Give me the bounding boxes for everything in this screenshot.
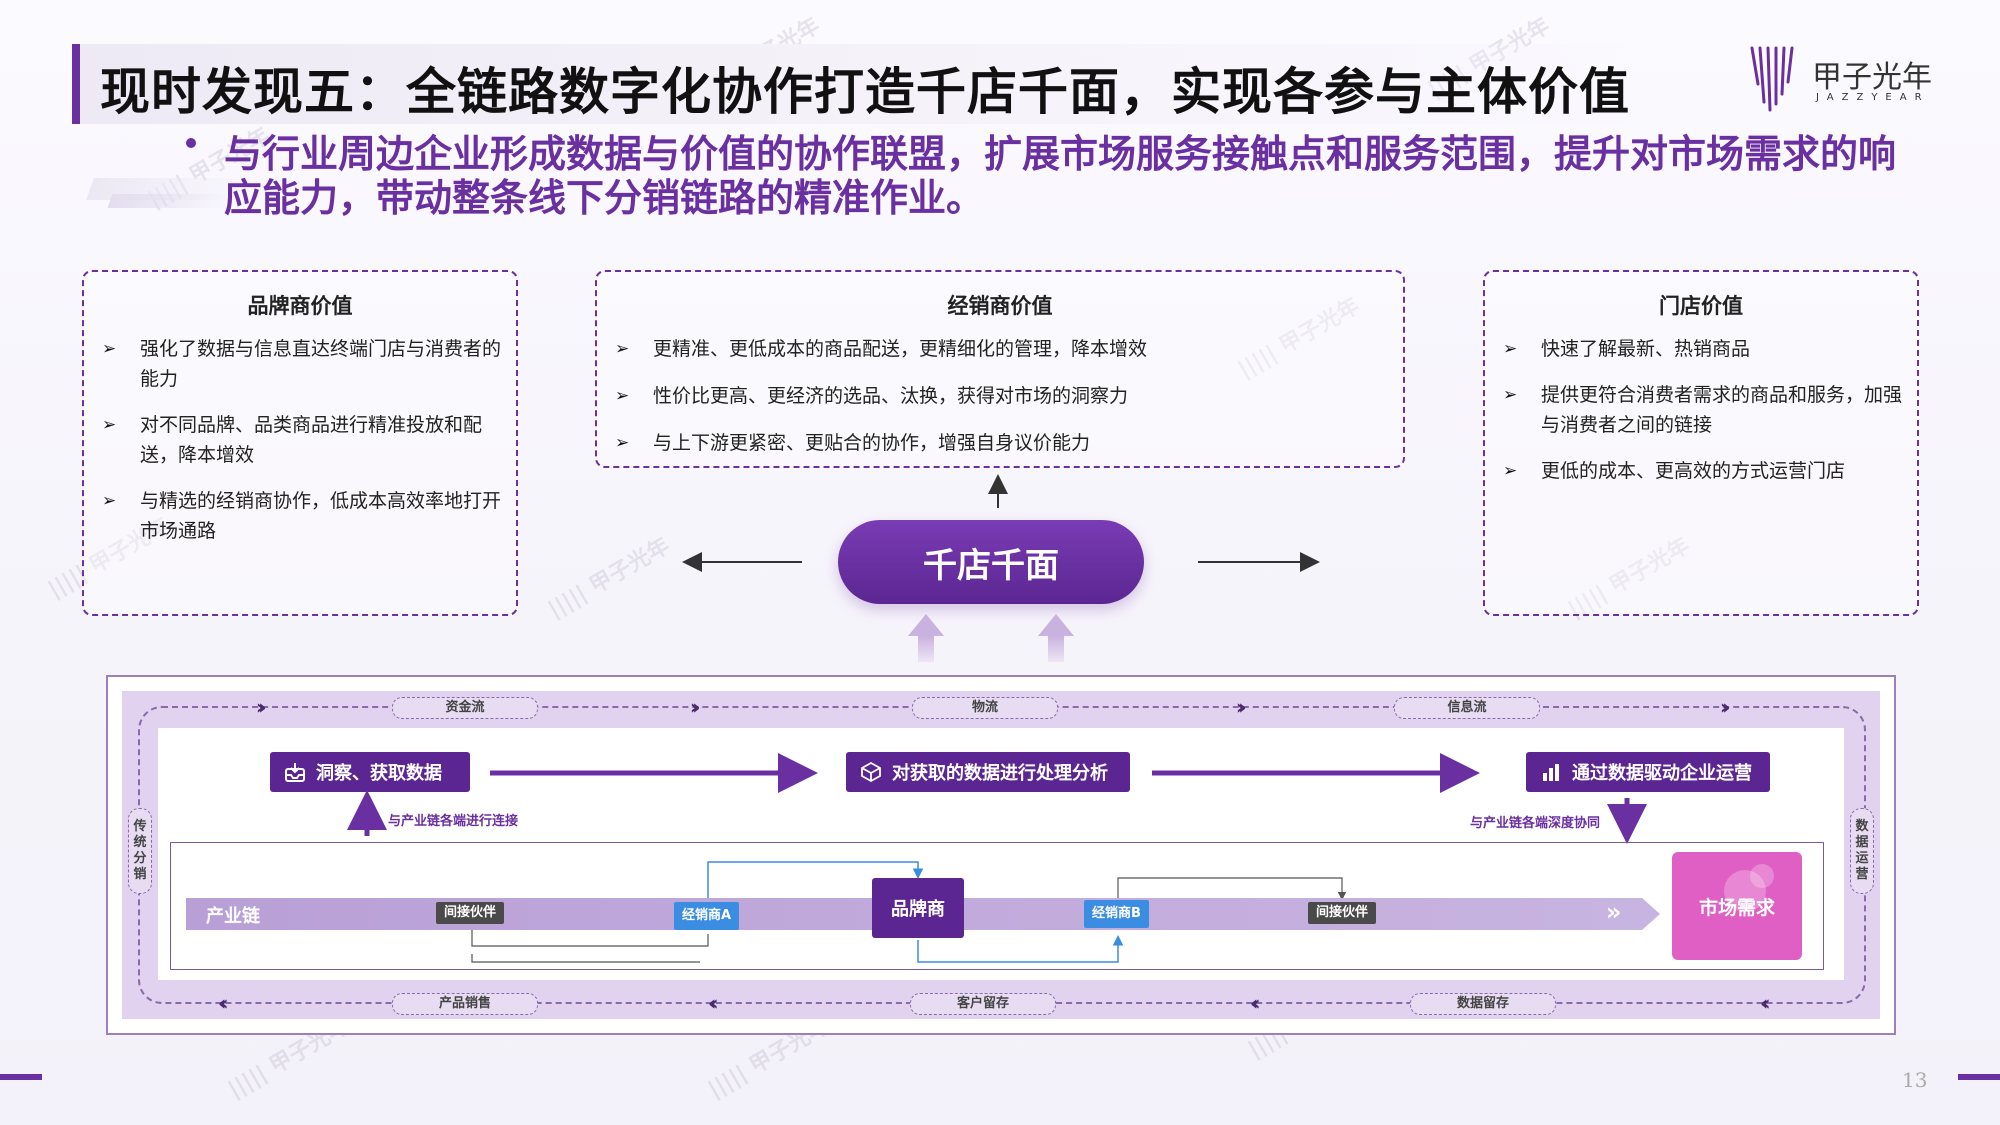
inbox-icon: [285, 763, 305, 782]
title-accent-bar: [72, 44, 80, 124]
note-connect: 与产业链各端进行连接: [388, 814, 519, 829]
arrow-right-icon: ➢: [102, 415, 117, 435]
store-value-box: 门店价值 ➢快速了解最新、热销商品 ➢提供更符合消费者需求的商品和服务，加强与消…: [1483, 270, 1919, 616]
store-value-title: 门店价值: [1659, 294, 1743, 318]
center-label: 千店千面: [838, 520, 1144, 604]
page-number: 13: [1902, 1068, 1928, 1092]
chevron-double-icon: »: [1606, 898, 1621, 926]
list-item: ➢性价比更高、更经济的选品、汰换，获得对市场的洞察力: [615, 381, 1389, 411]
logo-subtext: JAZZYEAR: [1816, 92, 1930, 103]
dealer-value-box: 经销商价值 ➢更精准、更低成本的商品配送，更精细化的管理，降本增效 ➢性价比更高…: [595, 270, 1405, 468]
side-tag-left: 传统分销: [128, 808, 152, 894]
dealer-a: 经销商A: [674, 902, 740, 930]
step-collect-data: 洞察、获取数据: [270, 752, 470, 792]
list-item: ➢提供更符合消费者需求的商品和服务，加强与消费者之间的链接: [1503, 380, 1903, 440]
flow-tag: 数据留存: [1410, 993, 1556, 1015]
arrow-right-icon: ➢: [615, 386, 630, 406]
connector-arrows: [682, 474, 1320, 572]
arrow-right-icon: ➢: [615, 339, 630, 359]
arrow-right-icon: ➢: [102, 339, 117, 359]
cube-icon: [861, 761, 881, 783]
subtitle: 与行业周边企业形成数据与价值的协作联盟，扩展市场服务接触点和服务范围，提升对市场…: [224, 132, 1897, 220]
list-item: ➢强化了数据与信息直达终端门店与消费者的能力: [102, 334, 502, 394]
chain-label: 产业链: [206, 906, 260, 927]
dealer-b: 经销商B: [1084, 900, 1149, 928]
chain-arrow-tip: [1642, 898, 1660, 930]
indirect-partner-right: 间接伙伴: [1308, 902, 1377, 924]
ghost-arrow-up-icon: [908, 614, 944, 636]
list-item: ➢与精选的经销商协作，低成本高效率地打开市场通路: [102, 486, 502, 546]
title-background: [80, 44, 1640, 124]
indirect-partner-left: 间接伙伴: [436, 902, 505, 924]
chain-frame: [170, 842, 1824, 970]
arrow-right-icon: ➢: [1503, 385, 1518, 405]
flow-tag: 产品销售: [392, 993, 538, 1015]
list-item: ➢更精准、更低成本的商品配送，更精细化的管理，降本增效: [615, 334, 1389, 364]
people-icon: [1750, 864, 1774, 888]
ghost-arrow-up-icon: [1038, 614, 1074, 636]
bullet-icon: [186, 138, 196, 148]
list-item: ➢更低的成本、更高效的方式运营门店: [1503, 456, 1903, 486]
dealer-value-title: 经销商价值: [947, 294, 1053, 318]
note-collaborate: 与产业链各端深度协同: [1470, 816, 1601, 831]
step-data-driven-ops: 通过数据驱动企业运营: [1526, 752, 1770, 792]
brand-value-title: 品牌商价值: [247, 294, 353, 318]
side-tag-right: 数据运营: [1850, 808, 1874, 894]
arrow-right-icon: ➢: [615, 433, 630, 453]
arrow-right-icon: ➢: [102, 491, 117, 511]
market-demand-node: 市场需求: [1672, 852, 1802, 960]
list-item: ➢快速了解最新、热销商品: [1503, 334, 1903, 364]
corner-decoration: [1958, 1074, 2000, 1080]
step-analyze-data: 对获取的数据进行处理分析: [846, 752, 1130, 792]
logo-mark-icon: [1750, 46, 1794, 112]
ghost-arrow-stem: [918, 636, 934, 662]
brand-node: 品牌商: [872, 878, 964, 938]
list-item: ➢对不同品牌、品类商品进行精准投放和配送，降本增效: [102, 410, 502, 470]
ghost-arrow-stem: [1048, 636, 1064, 662]
people-icon: [1724, 870, 1766, 912]
arrow-right-icon: ➢: [1503, 461, 1518, 481]
list-item: ➢与上下游更紧密、更贴合的协作，增强自身议价能力: [615, 428, 1389, 458]
logo-text: 甲子光年: [1812, 60, 1932, 95]
bar-chart-icon: [1543, 764, 1559, 781]
flow-tag: 资金流: [392, 697, 538, 719]
page-title: 现时发现五：全链路数字化协作打造千店千面，实现各参与主体价值: [100, 63, 1630, 121]
corner-decoration: [0, 1074, 42, 1080]
flow-tag: 物流: [912, 697, 1058, 719]
arrow-right-icon: ➢: [1503, 339, 1518, 359]
flow-tag: 客户留存: [910, 993, 1056, 1015]
flow-tag: 信息流: [1394, 697, 1540, 719]
brand-value-box: 品牌商价值 ➢强化了数据与信息直达终端门店与消费者的能力 ➢对不同品牌、品类商品…: [82, 270, 518, 616]
